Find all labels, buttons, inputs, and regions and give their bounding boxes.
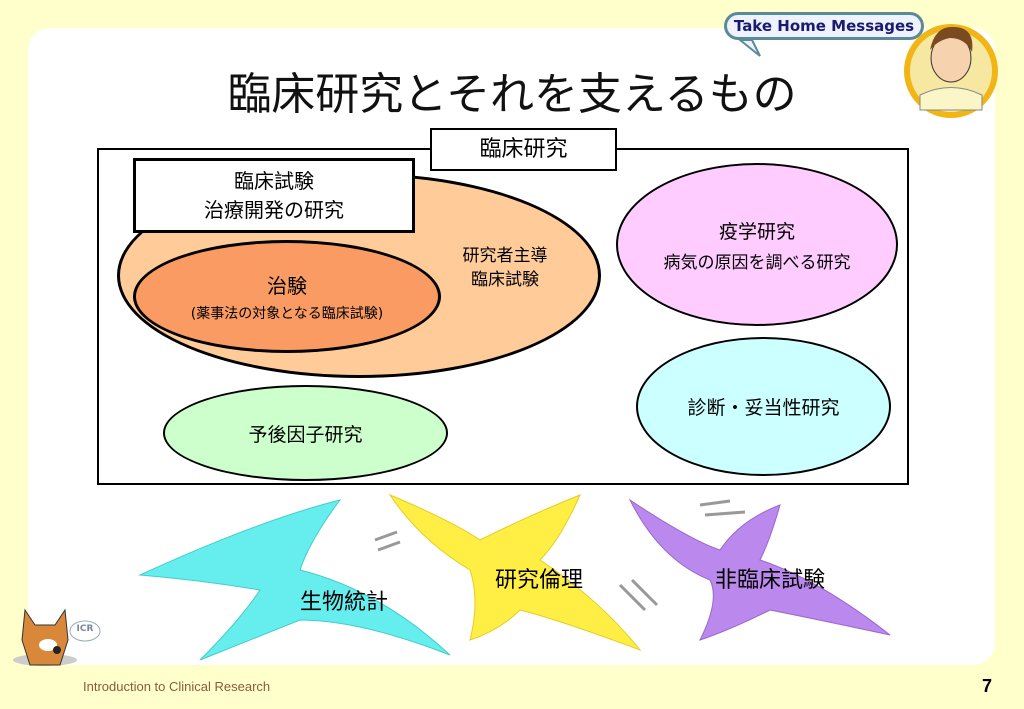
clinical-trial-label: 臨床試験 治療開発の研究 [133, 158, 415, 233]
investigator-trial-line1: 研究者主導 [462, 246, 548, 266]
investigator-trial-line2: 臨床試験 [471, 270, 539, 290]
clinical-trial-line1: 臨床試験 [234, 169, 314, 193]
footer-text: Introduction to Clinical Research [83, 679, 271, 694]
slide-title: 臨床研究とそれを支えるもの [227, 69, 797, 120]
diagnosis-ellipse: 診断・妥当性研究 [636, 337, 891, 476]
take-home-messages-badge: Take Home Messages [724, 12, 924, 40]
clinical-trial-line2: 治療開発の研究 [204, 198, 344, 222]
support-research-ethics: 研究倫理 [495, 568, 584, 593]
support-biostatistics: 生物統計 [300, 590, 389, 615]
icr-logo-text: ICR [76, 624, 94, 634]
support-nonclinical-trials: 非臨床試験 [715, 568, 826, 593]
page-number: 7 [982, 676, 993, 696]
chiken-subtitle: (薬事法の対象となる臨床試験) [190, 306, 384, 322]
chiken-ellipse: 治験 (薬事法の対象となる臨床試験) [133, 240, 441, 353]
chiken-title: 治験 [267, 274, 307, 298]
prognosis-ellipse: 予後因子研究 [163, 385, 448, 481]
investigator-trial-text: 研究者主導 臨床試験 [450, 244, 560, 292]
clinical-research-label: 臨床研究 [430, 128, 617, 171]
epidemiology-subtitle: 病気の原因を調べる研究 [663, 252, 851, 273]
epidemiology-ellipse: 疫学研究 病気の原因を調べる研究 [616, 163, 898, 326]
epidemiology-title: 疫学研究 [718, 220, 795, 243]
